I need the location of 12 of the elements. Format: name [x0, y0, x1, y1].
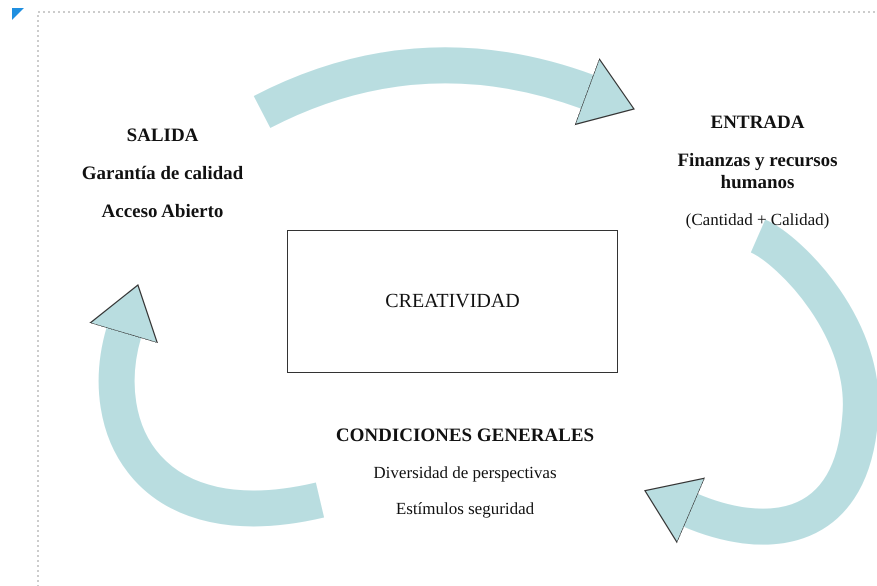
text: Finanzas y recursos humanos [676, 150, 839, 194]
text: Acceso Abierto [100, 201, 224, 223]
text: Estímulos seguridad [394, 499, 536, 519]
text: CREATIVIDAD [385, 290, 520, 313]
process-box [287, 230, 618, 373]
text: Garantía de calidad [80, 163, 244, 185]
text: (Cantidad + Calidad) [684, 210, 830, 230]
text: Diversidad de perspectivas [372, 463, 558, 483]
curved-block-arrow [254, 47, 636, 128]
heading: CONDICIONES GENERALES [334, 425, 596, 447]
heading: SALIDA [126, 125, 200, 147]
heading: ENTRADA [710, 112, 806, 134]
